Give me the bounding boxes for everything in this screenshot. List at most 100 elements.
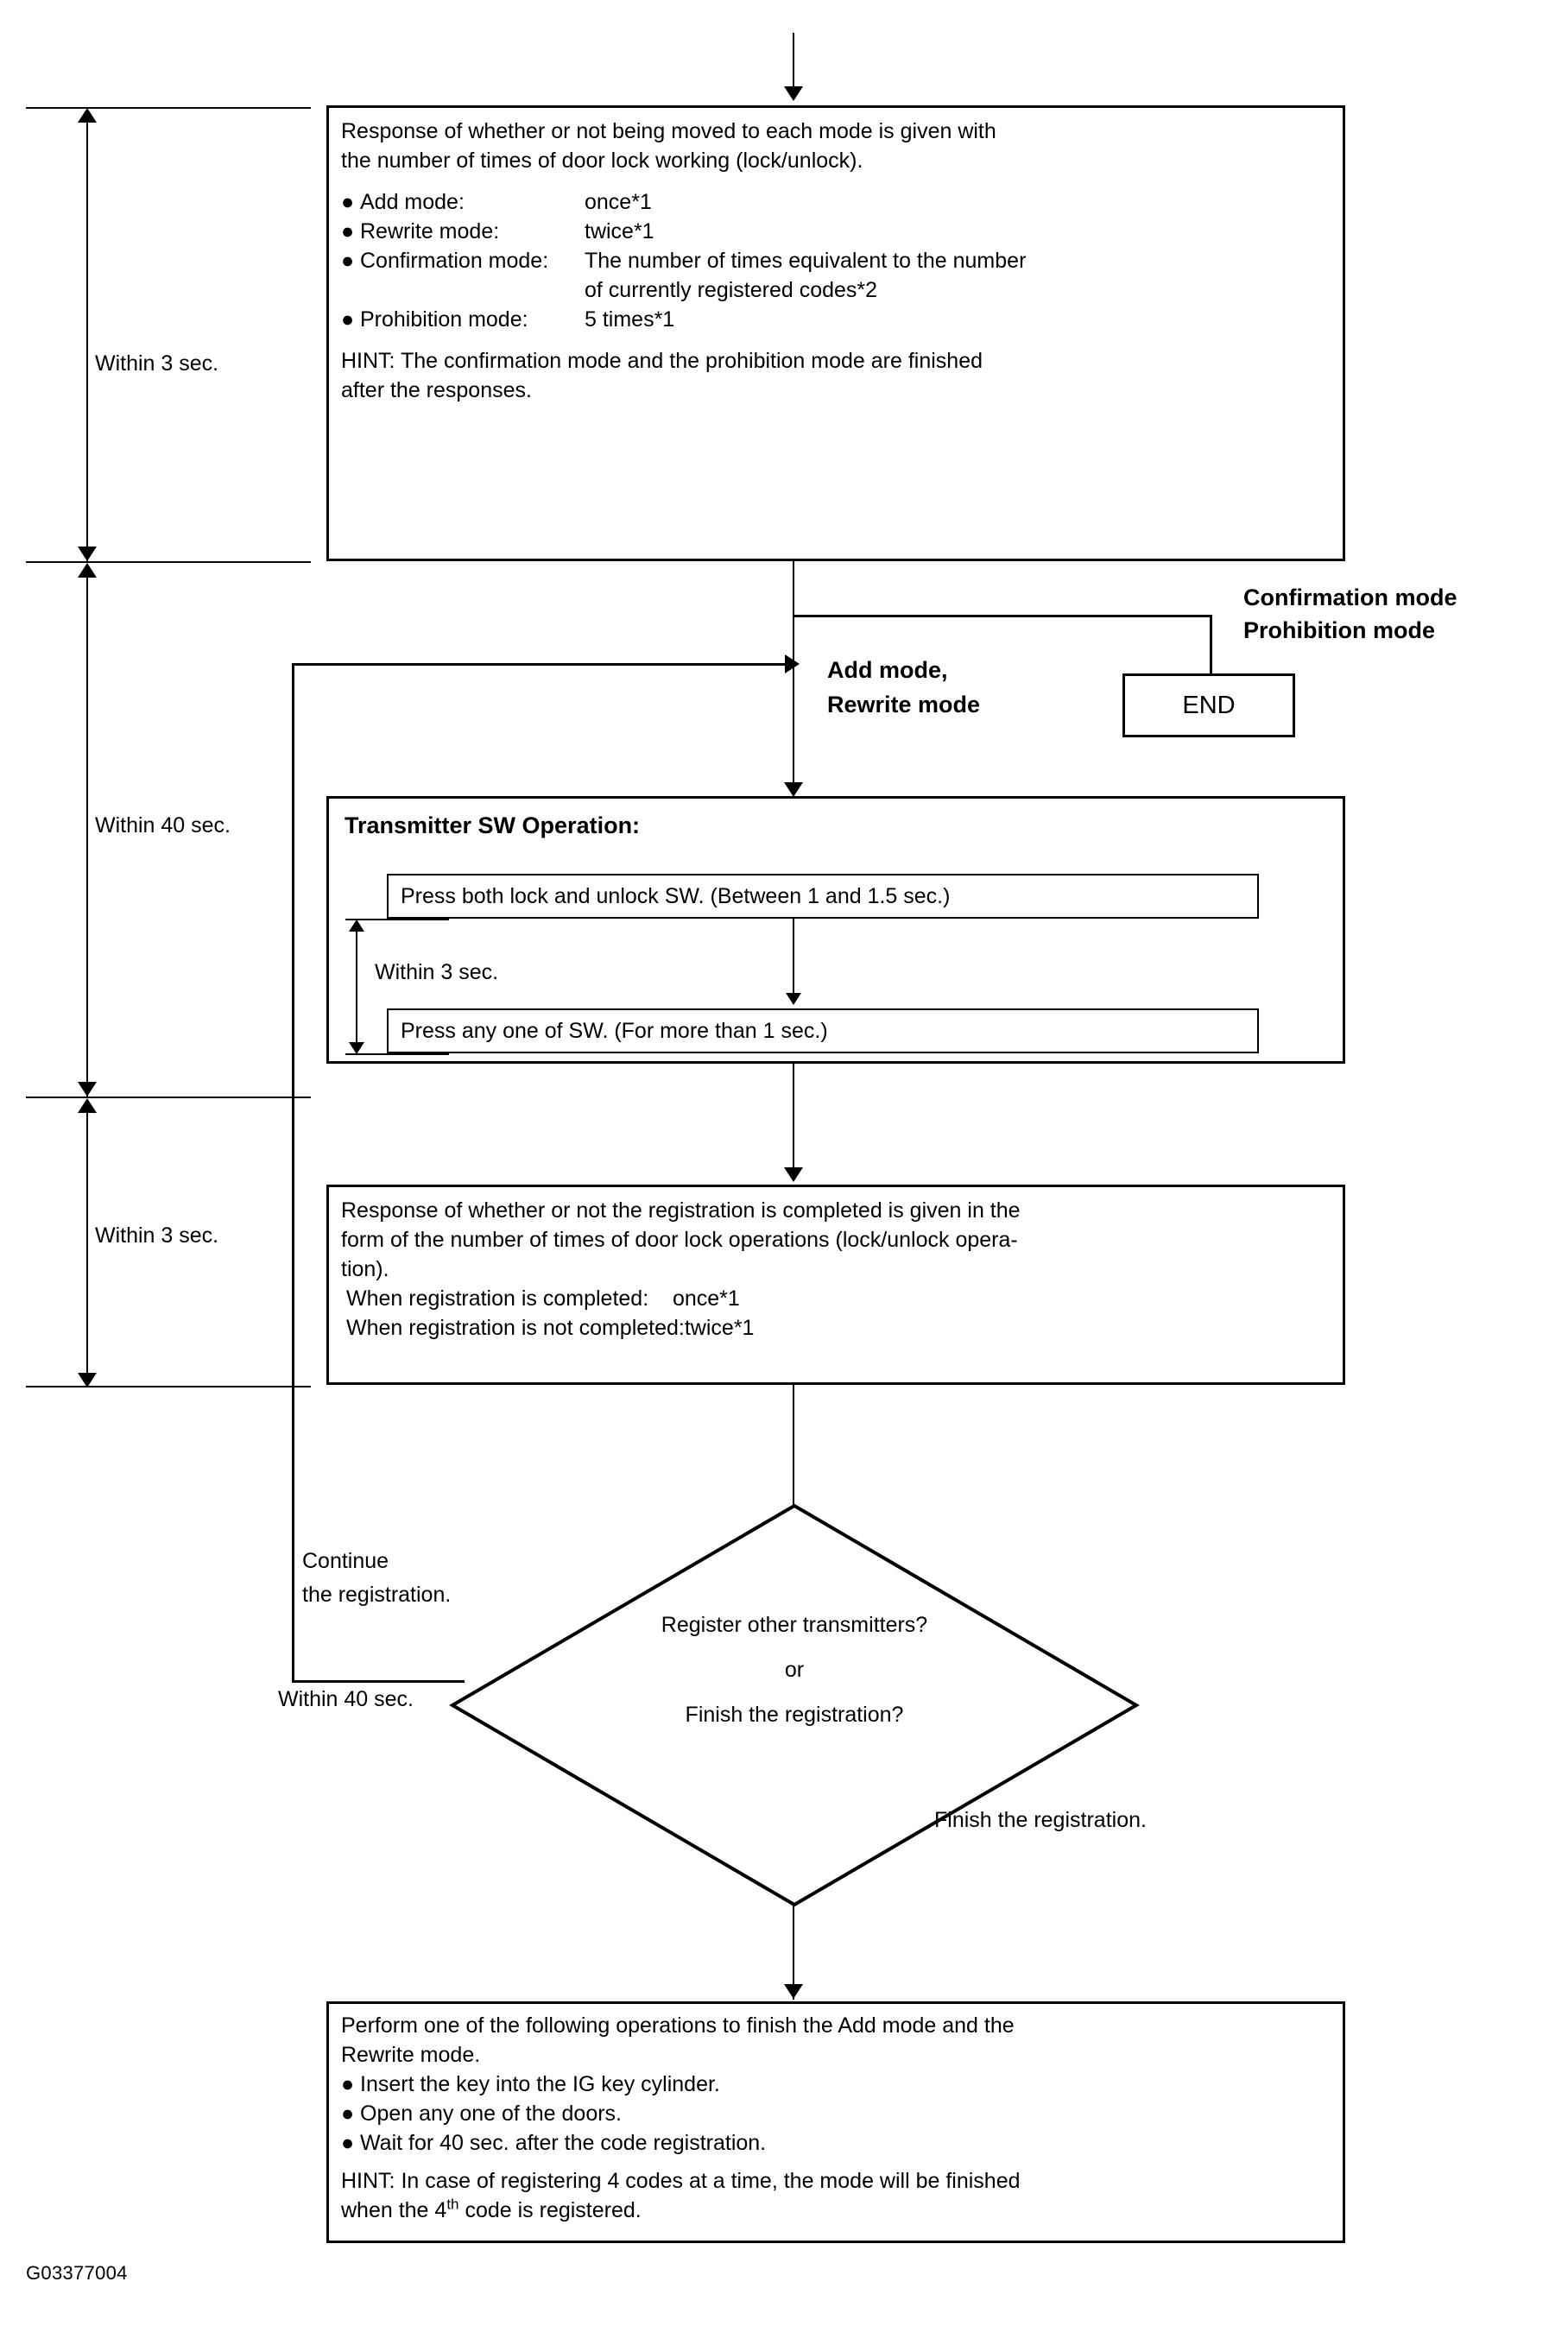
timing-bracket-2-arrow-up-icon <box>78 563 97 578</box>
mode-row-confirmation-cont: of currently registered codes*2 <box>341 275 1331 305</box>
bracket-tick-top <box>26 107 311 109</box>
finish-bullet-1-text: Insert the key into the IG key cylinder. <box>360 2072 720 2096</box>
finish-bullet-2: ● Open any one of the doors. <box>341 2099 1331 2128</box>
end-terminal-label: END <box>1182 692 1236 719</box>
branch-to-end-vertical <box>1210 615 1212 675</box>
inner-timing-bracket-line <box>356 922 357 1053</box>
response-hint-line-2: after the responses. <box>341 378 532 402</box>
decision-question-line-3: Finish the registration? <box>685 1703 904 1727</box>
loopback-bottom-line <box>292 1680 465 1683</box>
inner-timing-arrow-up-icon <box>349 920 364 932</box>
timing-bracket-3-label: Within 3 sec. <box>95 1223 219 1248</box>
timing-bracket-1-arrow-down-icon <box>78 547 97 561</box>
inner-bracket-tick-bottom <box>345 1053 449 1055</box>
mode-row-confirmation: ● Confirmation mode: The number of times… <box>341 246 1331 275</box>
loopback-arrowhead-icon <box>785 654 800 673</box>
transmitter-to-result-line <box>793 1064 794 1176</box>
finish-hint-line-2-sup: th <box>446 2196 459 2213</box>
decision-question-line-1: Register other transmitters? <box>661 1613 928 1637</box>
bracket-tick-bottom <box>26 1386 311 1387</box>
timing-bracket-1-label: Within 3 sec. <box>95 351 219 376</box>
decision-question-line-2: or <box>784 1658 805 1682</box>
timing-bracket-3-arrow-down-icon <box>78 1373 97 1387</box>
inner-timing-label: Within 3 sec. <box>375 960 499 984</box>
loopback-horizontal-line <box>292 663 788 666</box>
branch-main-vertical <box>793 561 794 794</box>
bracket-tick-mid1 <box>26 561 311 563</box>
decision-diamond: Register other transmitters? or Finish t… <box>449 1502 1140 1908</box>
transmitter-heading: Transmitter SW Operation: <box>345 812 641 838</box>
mode-name-confirmation: Confirmation mode: <box>360 249 549 273</box>
mode-value-confirmation-line2: of currently registered codes*2 <box>585 278 878 302</box>
finish-bullet-1: ● Insert the key into the IG key cylinde… <box>341 2070 1331 2099</box>
branch-to-transmitter-arrowhead-icon <box>784 782 803 797</box>
mode-value-add: once*1 <box>585 190 652 214</box>
timing-bracket-3-arrow-up-icon <box>78 1098 97 1113</box>
mode-name-rewrite: Rewrite mode: <box>360 219 500 243</box>
timing-bracket-2-line <box>86 566 88 1097</box>
mode-row-rewrite: ● Rewrite mode: twice*1 <box>341 217 1331 246</box>
registration-result-box: Response of whether or not the registrat… <box>326 1185 1345 1385</box>
result-to-decision-line <box>793 1385 794 1506</box>
bullet-spacer <box>360 275 585 305</box>
bullet-dot-icon: ● <box>341 2131 355 2155</box>
registration-result-line-4: When registration is completed: once*1 <box>346 1286 740 1311</box>
bullet-spacer <box>341 275 360 305</box>
inner-timing-arrow-down-icon <box>349 1042 364 1054</box>
finish-hint-line-2: when the 4th code is registered. <box>341 2196 1331 2225</box>
response-mode-box: Response of whether or not being moved t… <box>326 105 1345 561</box>
registration-result-line-1: Response of whether or not the registrat… <box>341 1198 1021 1223</box>
decision-finish-label: Finish the registration. <box>934 1808 1147 1832</box>
finish-line-2: Rewrite mode. <box>341 2043 481 2067</box>
decision-to-finish-arrowhead-icon <box>784 1984 803 1999</box>
transmitter-to-result-arrowhead-icon <box>784 1167 803 1182</box>
finish-hint-line-2-post: code is registered. <box>458 2198 642 2222</box>
response-hint-line-1: HINT: The confirmation mode and the proh… <box>341 349 983 373</box>
finish-bullet-3: ● Wait for 40 sec. after the code regist… <box>341 2128 1331 2158</box>
finish-bullet-3-text: Wait for 40 sec. after the code registra… <box>360 2131 767 2155</box>
decision-continue-label-line-1: Continue <box>302 1549 389 1573</box>
decision-continue-label-line-2: the registration. <box>302 1583 452 1607</box>
mode-name-prohibition: Prohibition mode: <box>360 307 528 332</box>
timing-bracket-1-arrow-up-icon <box>78 108 97 123</box>
finish-hint-line-1: HINT: In case of registering 4 codes at … <box>341 2169 1021 2193</box>
prohibition-mode-label: Prohibition mode <box>1243 617 1435 643</box>
timing-bracket-2-arrow-down-icon <box>78 1082 97 1097</box>
branch-to-end-horizontal <box>793 615 1212 617</box>
mode-name-add: Add mode: <box>360 190 465 214</box>
end-terminal-box: END <box>1122 673 1295 737</box>
loopback-vertical-line <box>292 663 294 1682</box>
registration-result-line-3: tion). <box>341 1257 389 1281</box>
transmitter-inner-connector <box>793 919 794 1000</box>
decision-continue-timing-label: Within 40 sec. <box>278 1687 414 1711</box>
registration-result-line-2: form of the number of times of door lock… <box>341 1228 1018 1252</box>
transmitter-inner-arrowhead-icon <box>786 993 801 1005</box>
entry-connector-line <box>793 33 794 92</box>
finish-bullet-2-text: Open any one of the doors. <box>360 2102 622 2126</box>
timing-bracket-3-line <box>86 1101 88 1386</box>
decision-diamond-shape <box>449 1503 1140 1907</box>
registration-result-line-5: When registration is not completed:twice… <box>346 1316 755 1340</box>
mode-value-rewrite: twice*1 <box>585 219 654 243</box>
transmitter-step-1-box: Press both lock and unlock SW. (Between … <box>387 874 1259 919</box>
confirmation-mode-label: Confirmation mode <box>1243 585 1457 610</box>
finish-line-1: Perform one of the following operations … <box>341 2013 1015 2038</box>
transmitter-step-2-box: Press any one of SW. (For more than 1 se… <box>387 1008 1259 1053</box>
bullet-dot-icon: ● <box>341 307 355 332</box>
timing-bracket-1-line <box>86 111 88 561</box>
mode-value-prohibition: 5 times*1 <box>585 307 675 332</box>
decision-to-finish-line <box>793 1905 794 2000</box>
transmitter-step-1-label: Press both lock and unlock SW. (Between … <box>401 884 951 908</box>
bracket-tick-mid2 <box>26 1097 311 1098</box>
mode-row-prohibition: ● Prohibition mode: 5 times*1 <box>341 305 1331 334</box>
response-paragraph-line-2: the number of times of door lock working… <box>341 149 863 173</box>
bullet-dot-icon: ● <box>341 2102 355 2126</box>
add-rewrite-mode-label-line-2: Rewrite mode <box>827 692 981 717</box>
figure-id-label: G03377004 <box>26 2262 128 2284</box>
finish-operations-box: Perform one of the following operations … <box>326 2001 1345 2243</box>
mode-row-add: ● Add mode: once*1 <box>341 187 1331 217</box>
transmitter-step-2-label: Press any one of SW. (For more than 1 se… <box>401 1019 828 1043</box>
bullet-dot-icon: ● <box>341 249 355 273</box>
add-rewrite-mode-label-line-1: Add mode, <box>827 657 948 683</box>
